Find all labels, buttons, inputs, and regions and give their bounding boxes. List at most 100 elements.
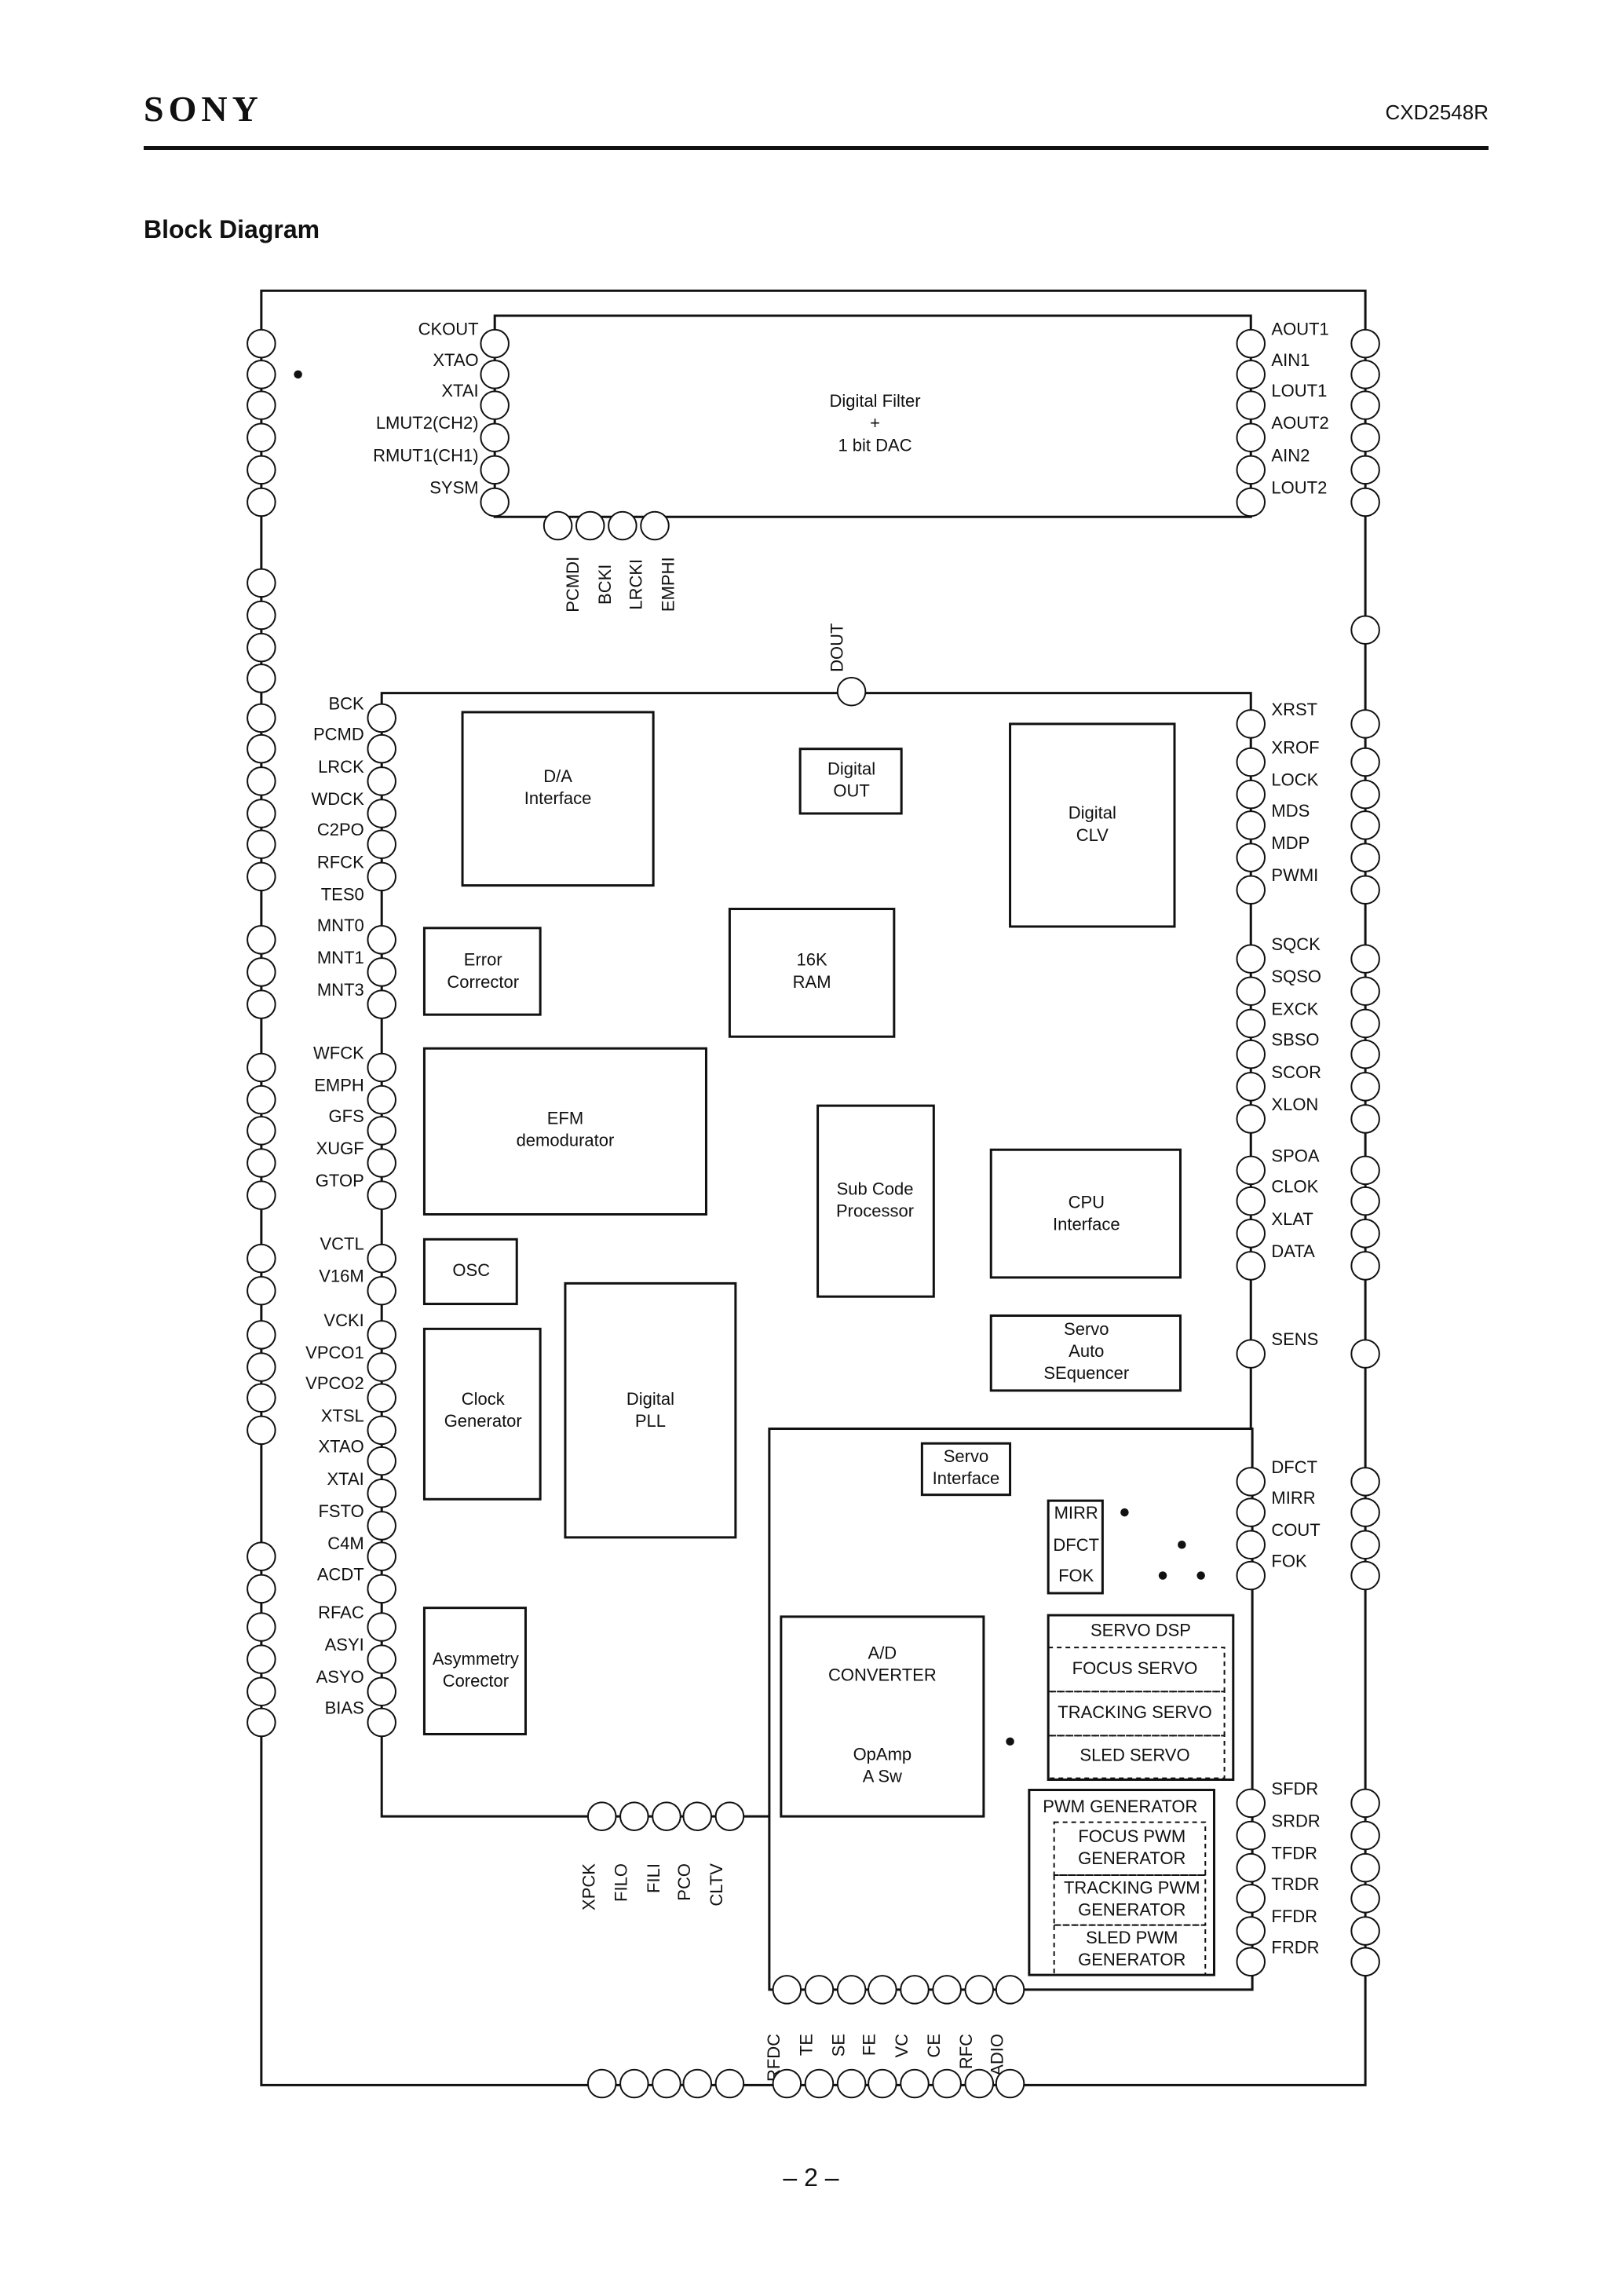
signal-fili: FILI bbox=[644, 1863, 663, 1893]
block-label-adc: A/D bbox=[868, 1643, 897, 1662]
pin-83 bbox=[247, 1415, 276, 1446]
block-label-dac: Digital Filter bbox=[829, 391, 920, 411]
pin-76 bbox=[1350, 1530, 1380, 1560]
pin-52 bbox=[247, 1644, 276, 1674]
pin-44 bbox=[682, 2068, 713, 2099]
pin-40 bbox=[367, 1383, 396, 1413]
block-label-tpwm: GENERATOR bbox=[1078, 1900, 1185, 1920]
signal-wfck: WFCK bbox=[313, 1043, 364, 1062]
pin-50 bbox=[367, 1612, 396, 1642]
pin-73 bbox=[1236, 1916, 1266, 1946]
pin-61 bbox=[995, 1975, 1025, 2005]
pin-77 bbox=[1236, 779, 1266, 810]
pin-73 bbox=[1350, 1916, 1380, 1946]
pin-3 bbox=[480, 422, 510, 453]
signal-xpck: XPCK bbox=[579, 1863, 599, 1910]
pin-7 bbox=[1350, 1008, 1380, 1039]
pin-26 bbox=[367, 829, 396, 860]
pin-31 bbox=[247, 989, 276, 1019]
block-label-spwm: SLED PWM bbox=[1086, 1928, 1178, 1947]
pin-89 bbox=[367, 733, 396, 764]
block-label-ram: RAM bbox=[793, 972, 831, 992]
signal-aout2: AOUT2 bbox=[1271, 413, 1328, 433]
pin-6 bbox=[1350, 1039, 1380, 1069]
signal-sqso: SQSO bbox=[1271, 967, 1321, 986]
pin-58 bbox=[932, 1975, 962, 2005]
signal-mds: MDS bbox=[1271, 801, 1310, 821]
pin-94 bbox=[640, 510, 670, 541]
signal-clok: CLOK bbox=[1271, 1177, 1318, 1197]
pin-12 bbox=[1350, 1251, 1380, 1281]
block-osc bbox=[422, 1238, 518, 1306]
signal-pco: PCO bbox=[674, 1863, 694, 1901]
pin-22 bbox=[247, 1148, 276, 1178]
signal-sqck: SQCK bbox=[1271, 934, 1321, 954]
pin-53 bbox=[367, 1676, 396, 1707]
block-label-focus: FOCUS SERVO bbox=[1072, 1658, 1198, 1678]
pin-54 bbox=[900, 2068, 930, 2099]
pin-57 bbox=[804, 1975, 835, 2005]
pin-99 bbox=[1350, 360, 1380, 389]
pin-18 bbox=[1236, 1104, 1266, 1134]
pin-71 bbox=[1350, 1852, 1380, 1883]
pin-39 bbox=[247, 1352, 276, 1382]
block-label-seq: Servo bbox=[1064, 1319, 1109, 1339]
junction-dot bbox=[1196, 1571, 1205, 1580]
junction-dot bbox=[1178, 1541, 1186, 1549]
pin-4 bbox=[247, 328, 276, 359]
signal-adio: ADIO bbox=[987, 2034, 1006, 2076]
block-label-opamp: OpAmp bbox=[853, 1744, 912, 1764]
pin-48 bbox=[714, 1801, 745, 1831]
signal-mnt1: MNT1 bbox=[317, 948, 364, 967]
sony-logo: SONY bbox=[144, 89, 263, 129]
block-tpwm bbox=[1053, 1874, 1207, 1926]
pin-43 bbox=[247, 1243, 276, 1274]
block-label-clkgen: Generator bbox=[444, 1411, 522, 1431]
pin-60 bbox=[964, 1975, 995, 2005]
pin-1 bbox=[480, 487, 510, 517]
pin-21 bbox=[367, 1180, 396, 1210]
signal-pcmdi: PCMDI bbox=[563, 557, 583, 612]
block-label-ram: 16K bbox=[797, 950, 827, 970]
pin-43 bbox=[367, 1243, 396, 1274]
signal-xtai: XTAI bbox=[327, 1469, 363, 1489]
block-seq bbox=[989, 1314, 1182, 1392]
junction-dot bbox=[294, 370, 302, 379]
pin-29 bbox=[367, 925, 396, 955]
pin-37 bbox=[1236, 1560, 1266, 1591]
block-label-ecc: Error bbox=[464, 950, 502, 970]
block-label-da_if: D/A bbox=[543, 766, 572, 786]
block-cpu bbox=[989, 1148, 1182, 1279]
pin-10 bbox=[1350, 1339, 1380, 1369]
signal-lock: LOCK bbox=[1271, 770, 1318, 790]
block-label-pwmgen: PWM GENERATOR bbox=[1043, 1797, 1197, 1816]
pin-104 bbox=[247, 360, 276, 389]
pin-30 bbox=[247, 957, 276, 987]
pin-13 bbox=[1350, 1219, 1380, 1249]
pin-45 bbox=[619, 1801, 649, 1831]
signal-c4m: C4M bbox=[327, 1534, 363, 1553]
signal-pcmd: PCMD bbox=[313, 725, 364, 744]
pin-29 bbox=[247, 925, 276, 955]
signal-dfct: DFCT bbox=[1271, 1457, 1317, 1477]
pin-93 bbox=[247, 1084, 276, 1115]
signal-lmut2: LMUT2(CH2) bbox=[376, 413, 479, 433]
signal-scor: SCOR bbox=[1271, 1062, 1321, 1082]
signal-tfdr: TFDR bbox=[1271, 1844, 1317, 1863]
signal-mnt3: MNT3 bbox=[317, 980, 364, 1000]
pin-78 bbox=[1350, 810, 1380, 840]
signal-emph: EMPH bbox=[314, 1076, 364, 1095]
pin-77 bbox=[1350, 779, 1380, 810]
pin-60 bbox=[964, 2068, 995, 2099]
pin-83 bbox=[367, 1415, 396, 1446]
signal-ckout: CKOUT bbox=[418, 320, 479, 339]
block-spwm bbox=[1053, 1924, 1207, 1976]
signal-vpco1: VPCO1 bbox=[305, 1343, 364, 1362]
pin-90 bbox=[542, 510, 573, 541]
pin-25 bbox=[367, 861, 396, 892]
pin-74 bbox=[1350, 1947, 1380, 1977]
signal-xugf: XUGF bbox=[316, 1139, 364, 1158]
signal-mdp: MDP bbox=[1271, 833, 1310, 853]
pin-90 bbox=[247, 568, 276, 598]
